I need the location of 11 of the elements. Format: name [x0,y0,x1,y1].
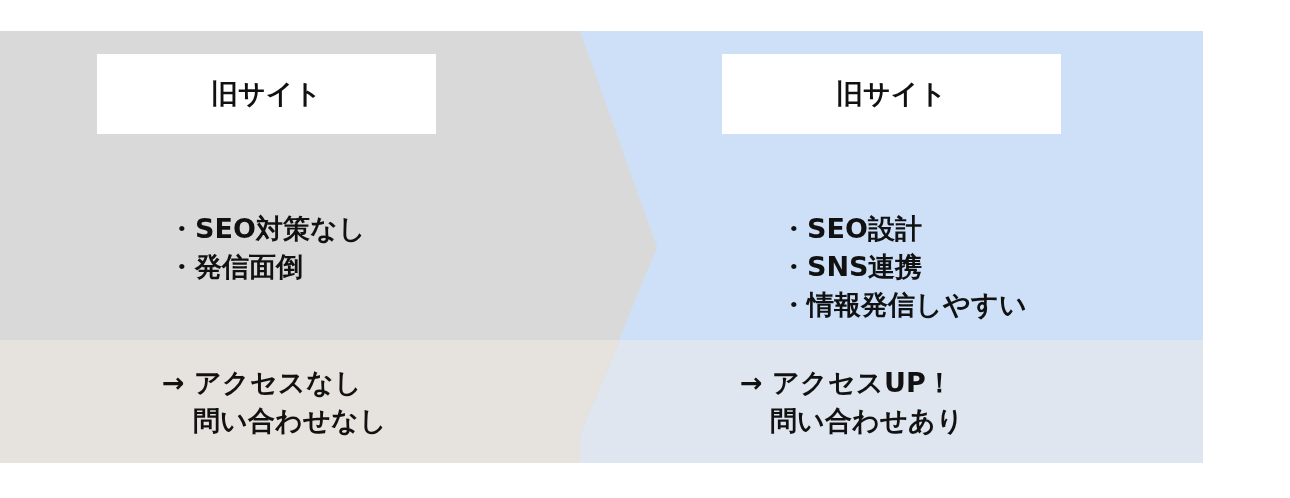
bullet-item: ・SEO設計 [780,212,922,246]
result-text: 問い合わせあり [770,404,964,438]
title-box: 旧サイト [722,54,1061,134]
bullet-item: ・SEO対策なし [168,212,366,246]
bullet-item: ・SNS連携 [780,250,923,284]
title-box: 旧サイト [97,54,436,134]
bullet-item: ・情報発信しやすい [780,288,1027,322]
result-text: → アクセスUP！ [740,366,953,400]
result-text: 問い合わせなし [193,404,387,438]
bullet-item: ・発信面倒 [168,250,303,284]
result-text: → アクセスなし [162,366,363,400]
